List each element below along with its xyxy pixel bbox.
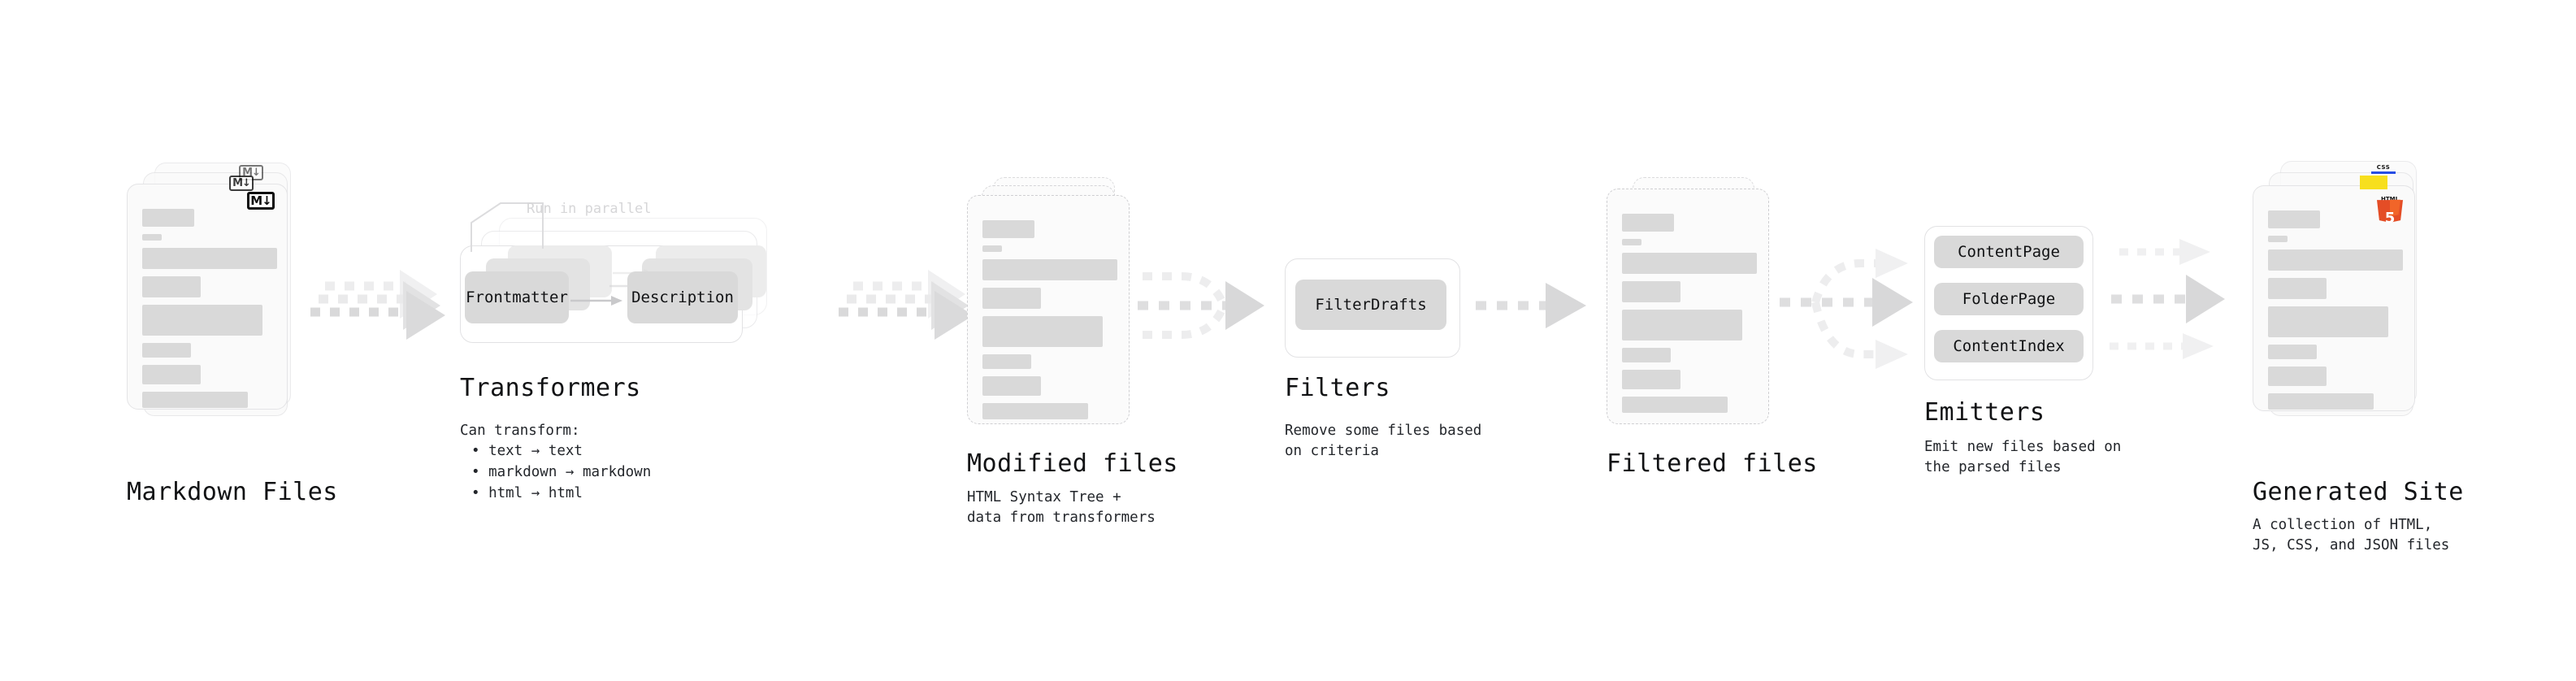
svg-text:HTML: HTML (2381, 196, 2400, 202)
run-in-parallel-callout-line (471, 202, 544, 252)
file-skeleton-bars (142, 209, 277, 415)
stage-title-emitters: Emitters (1924, 398, 2045, 427)
arrow-markdown-to-transformers (310, 270, 445, 340)
stage-title-filters: Filters (1285, 374, 1390, 402)
filters-description: Remove some files based on criteria (1285, 423, 1482, 459)
stage-title-filtered-files: Filtered files (1607, 449, 1818, 478)
stage-title-transformers: Transformers (460, 374, 641, 402)
css-icon: CSS (2371, 164, 2396, 175)
transformer-chip-description[interactable]: Description (627, 271, 738, 323)
stage-title-modified-files: Modified files (967, 449, 1178, 478)
html5-icon: HTML 5 (2374, 193, 2405, 229)
modified-files-description: HTML Syntax Tree + data from transformer… (967, 489, 1156, 526)
emitter-chip-folderpage[interactable]: FolderPage (1934, 283, 2084, 315)
emitter-chip-contentindex[interactable]: ContentIndex (1934, 330, 2084, 362)
javascript-icon (2360, 176, 2387, 189)
transformer-chip-frontmatter[interactable]: Frontmatter (465, 271, 569, 323)
transformers-description: Can transform: (460, 423, 580, 439)
markdown-files-stack: M↓ M↓ M↓ (127, 163, 297, 431)
file-skeleton-bars (2268, 210, 2403, 417)
markdown-file-card-front (127, 184, 288, 410)
emitters-description: Emit new files based on the parsed files (1924, 439, 2122, 475)
generated-site-stack: CSS HTML 5 (2253, 161, 2431, 437)
stage-title-markdown-files: Markdown Files (127, 478, 338, 506)
filtered-files-stack (1607, 177, 1785, 437)
modified-files-stack (967, 177, 1146, 437)
transformers-bullet-2: • html → html (471, 485, 583, 501)
arrow-transformers-to-modified (839, 270, 974, 340)
file-skeleton-bars (1622, 214, 1757, 420)
stage-title-generated-site: Generated Site (2253, 478, 2464, 506)
transformers-bullet-0: • text → text (471, 443, 583, 459)
arrow-filters-to-filtered (1476, 283, 1586, 328)
transformers-bullet-1: • markdown → markdown (471, 464, 652, 480)
markdown-icon: M↓ (247, 192, 275, 210)
emitter-chip-contentpage[interactable]: ContentPage (1934, 236, 2084, 268)
markdown-icon-mid: M↓ (229, 176, 254, 191)
filter-chip-filterdrafts[interactable]: FilterDrafts (1295, 280, 1446, 330)
site-file-card-html (2253, 185, 2415, 411)
arrow-filtered-to-emitters-split (1780, 249, 1913, 369)
run-in-parallel-label: Run in parallel (527, 201, 652, 217)
transformer-connector-arrow (570, 296, 622, 306)
svg-text:5: 5 (2385, 210, 2396, 227)
modified-file-card-front (967, 195, 1130, 424)
file-skeleton-bars (982, 220, 1117, 427)
filtered-file-card-front (1607, 189, 1769, 424)
generated-site-description: A collection of HTML, JS, CSS, and JSON … (2253, 517, 2450, 553)
arrow-emitters-to-site (2110, 239, 2225, 359)
arrow-modified-to-filters-merge (1138, 272, 1264, 339)
